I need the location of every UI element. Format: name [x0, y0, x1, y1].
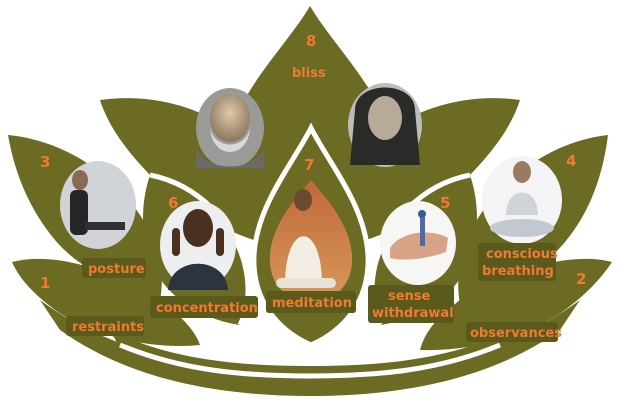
petal-back-right	[328, 98, 520, 250]
label-bg-1	[66, 316, 144, 336]
limb-6-label: concentration	[156, 301, 258, 316]
limb-2-number: 2	[576, 270, 586, 288]
limb-8-number: 8	[306, 32, 316, 50]
limb-7-label: meditation	[272, 296, 352, 311]
label-bg-2	[466, 322, 558, 342]
lotus-base-inner	[110, 330, 510, 378]
limb-8-label: bliss	[292, 66, 326, 81]
limb-1-number: 1	[40, 274, 50, 292]
label-bg-4	[478, 243, 556, 281]
limb-7-number: 7	[304, 156, 314, 174]
label-bg-5	[368, 285, 454, 323]
saint-right-portrait	[348, 83, 422, 167]
man-breathing-photo	[482, 156, 562, 244]
limb-3-number: 3	[40, 153, 50, 171]
limb-3-label: posture	[88, 262, 145, 277]
woman-at-table-photo	[60, 161, 136, 249]
petal-1	[12, 258, 200, 346]
man-meditating-photo	[269, 180, 353, 305]
petal-8	[232, 6, 388, 190]
limb-1-label: restraints	[72, 320, 144, 335]
label-bg-7	[266, 291, 356, 313]
limb-4-label-line-1: conscious	[486, 247, 558, 262]
man-concentrating-photo	[160, 201, 236, 290]
label-bg-6	[150, 296, 258, 318]
limb-5-label-line-2: withdrawal	[372, 306, 454, 321]
hand-illustration	[380, 201, 456, 285]
limb-6-number: 6	[168, 194, 178, 212]
petal-back-left	[100, 98, 292, 250]
saint-left-portrait	[196, 88, 264, 168]
limb-5-label-line-1: sense	[388, 289, 431, 304]
limb-2-label: observances	[470, 326, 562, 341]
limb-4-label-line-2: breathing	[482, 264, 554, 279]
lotus-base	[40, 300, 580, 396]
limb-4-number: 4	[566, 152, 576, 170]
limb-5-number: 5	[440, 194, 450, 212]
label-bg-3	[82, 258, 146, 278]
